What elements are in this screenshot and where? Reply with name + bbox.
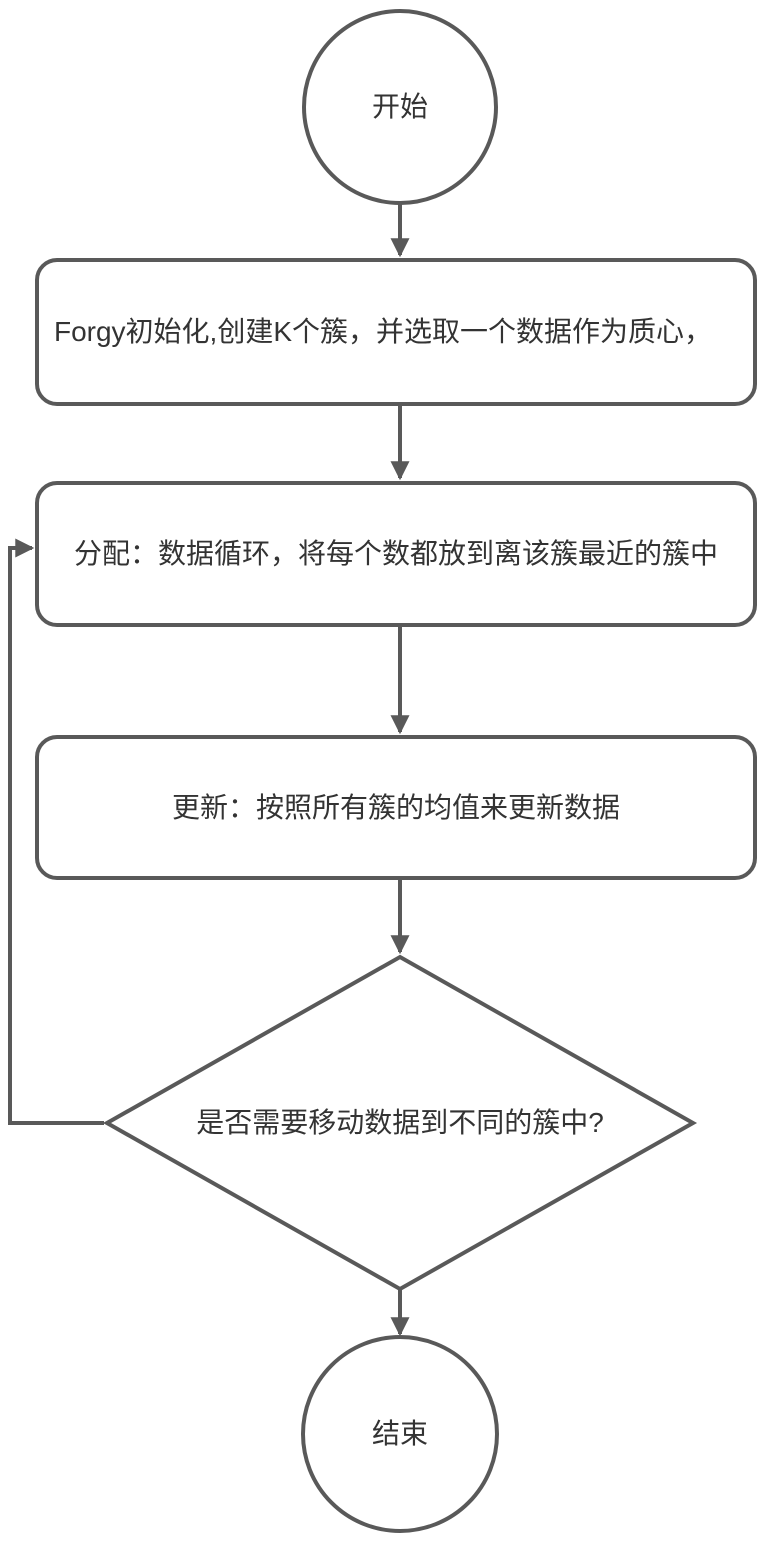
update-node-shape bbox=[35, 735, 757, 880]
init-node-shape bbox=[35, 258, 757, 406]
decision-node-shape bbox=[102, 954, 698, 1292]
assign-node-shape bbox=[35, 481, 757, 627]
arrow-decision-loop-to-assign bbox=[8, 538, 104, 1125]
start-node-shape bbox=[302, 9, 498, 205]
end-node-shape bbox=[301, 1335, 499, 1533]
